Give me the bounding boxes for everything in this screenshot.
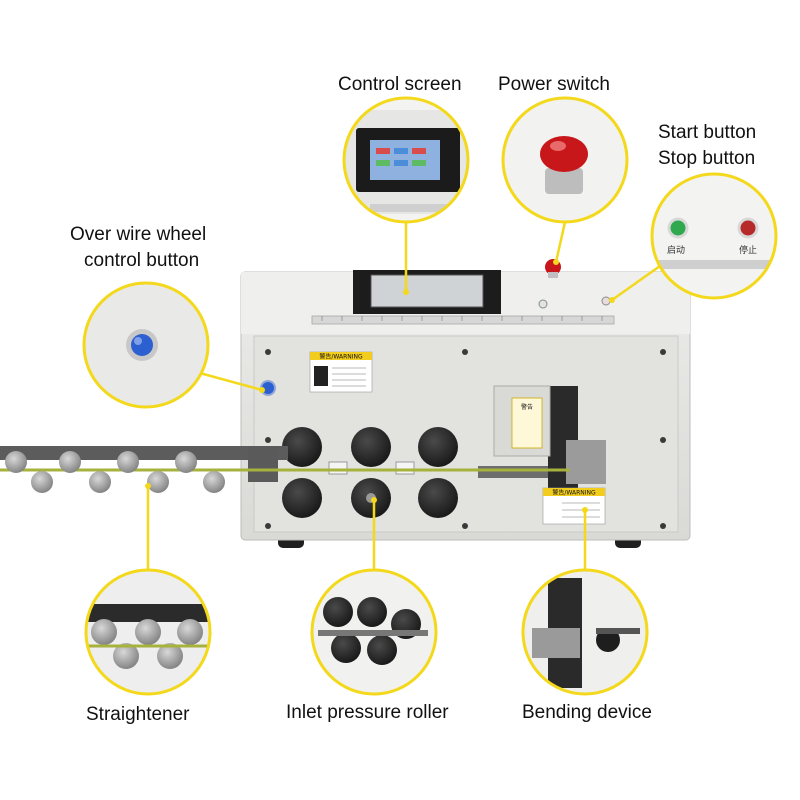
- warning-label-top-header: [310, 352, 372, 360]
- roller-top-3: [418, 427, 458, 467]
- straightener-bar: [0, 446, 288, 460]
- straightener-wheels: [5, 451, 225, 493]
- callout-control-screen: [342, 96, 470, 224]
- inlet-rollers: [282, 427, 458, 518]
- screws: [265, 349, 666, 529]
- bending-warning-side: [511, 397, 543, 449]
- label-control-screen: Control screen: [338, 74, 462, 95]
- roller-top-1: [282, 427, 322, 467]
- start-button-small[interactable]: [538, 299, 548, 309]
- callout-over-wire-button: [82, 281, 210, 409]
- label-over-wire-wheel-line2: control button: [84, 250, 200, 271]
- callout-bending-device: [521, 568, 649, 696]
- screen-zoom-buttons: [376, 148, 426, 166]
- control-screen-display[interactable]: [370, 274, 484, 308]
- bending-block-plate: [566, 440, 606, 484]
- wire-guide-1: [328, 461, 348, 475]
- callout-line-wire: [195, 370, 263, 392]
- stop-cn-label: 停止: [739, 244, 757, 256]
- start-cn-label: 启动: [667, 244, 685, 256]
- estop-base-small: [548, 272, 558, 278]
- start-button-zoom: [667, 217, 689, 239]
- callout-lines: [146, 221, 661, 570]
- callout-line-power: [554, 221, 567, 263]
- roller-bottom-1: [282, 478, 322, 518]
- callout-anchor-dots: [145, 259, 615, 513]
- callout-straightener: [84, 568, 212, 696]
- bending-warning-side-title: 警告: [521, 403, 533, 411]
- roller-bottom-3: [418, 478, 458, 518]
- warning-label-right-header: [543, 488, 605, 496]
- label-start-button: Start button: [658, 122, 757, 143]
- stop-button-small[interactable]: [601, 296, 611, 306]
- warning-label-top-text: 警告/WARNING: [319, 353, 363, 361]
- machine: 警告/WARNING 警告 警告/WARNING: [0, 259, 691, 548]
- callout-inlet-roller: [310, 568, 438, 696]
- estop-zoom-base: [545, 168, 583, 194]
- label-power-switch: Power switch: [498, 74, 610, 95]
- ruler-strip: [311, 315, 615, 325]
- callout-power-switch: [501, 96, 629, 224]
- over-wire-button-zoom: [131, 334, 153, 356]
- label-stop-button: Stop button: [658, 148, 756, 169]
- label-over-wire-wheel-line1: Over wire wheel: [70, 224, 207, 245]
- stop-button-zoom: [737, 217, 759, 239]
- callout-start-stop: 启动 停止: [650, 172, 778, 300]
- warning-label-right-text: 警告/WARNING: [552, 489, 596, 497]
- straightener-bracket: [248, 446, 278, 482]
- callout-line-startstop: [611, 264, 661, 302]
- estop-zoom-cap: [540, 136, 588, 172]
- roller-top-2: [351, 427, 391, 467]
- label-bending-device: Bending device: [522, 702, 652, 723]
- wire-guide-2: [395, 461, 415, 475]
- warning-hand-icon: [314, 366, 328, 386]
- label-inlet-pressure-roller: Inlet pressure roller: [286, 702, 449, 723]
- label-straightener: Straightener: [86, 704, 190, 725]
- ruler-ticks: [321, 316, 603, 321]
